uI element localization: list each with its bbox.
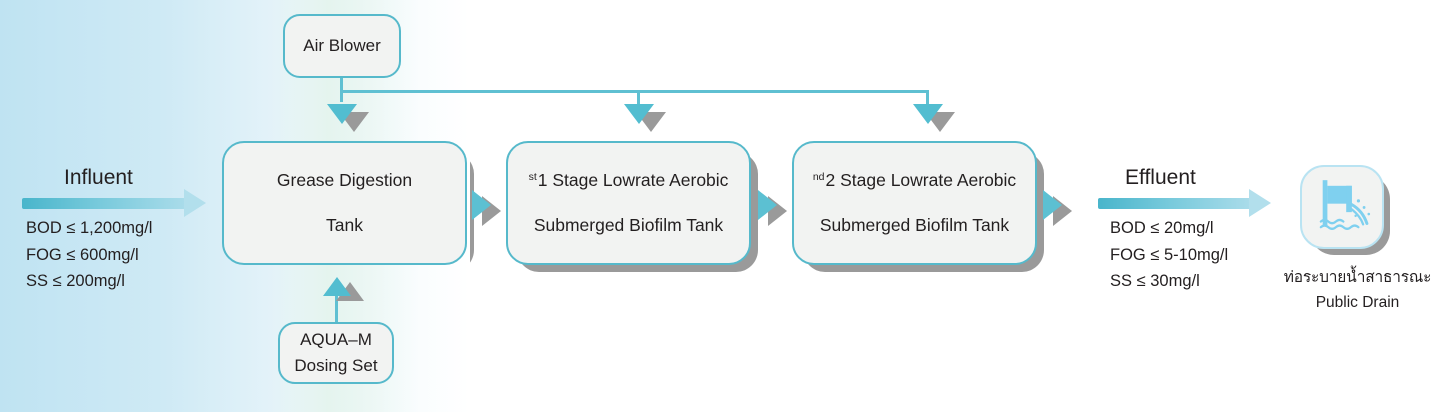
stage1-number: 1 bbox=[537, 170, 548, 191]
stage1-text: Stage Lowrate Aerobic bbox=[547, 170, 729, 191]
connector-stage2-to-outlet bbox=[1043, 190, 1062, 220]
air-arrow-tank3 bbox=[913, 104, 943, 124]
stage2-text: Stage Lowrate Aerobic bbox=[835, 170, 1017, 191]
stage2-tank-line2: Submerged Biofilm Tank bbox=[819, 214, 1010, 235]
stage-2-tank[interactable]: nd2 Stage Lowrate Aerobic Submerged Biof… bbox=[792, 141, 1044, 272]
stage2-number: 2 bbox=[825, 170, 836, 191]
effluent-spec-bod: BOD ≤ 20mg/l bbox=[1110, 219, 1214, 237]
connector-grease-to-stage1 bbox=[472, 190, 491, 220]
stage1-ordinal: st bbox=[528, 170, 537, 183]
air-branch-line-tank2 bbox=[637, 90, 640, 107]
dosing-set-line2: Dosing Set bbox=[294, 356, 378, 375]
drain-discharge-icon bbox=[1300, 165, 1390, 255]
influent-spec-ss: SS ≤ 200mg/l bbox=[26, 272, 125, 291]
effluent-spec-ss: SS ≤ 30mg/l bbox=[1110, 272, 1200, 291]
effluent-specs: BOD ≤ 20mg/l FOG ≤ 5-10mg/l SS ≤ 30mg/l bbox=[1110, 215, 1228, 295]
connector-stage1-to-stage2 bbox=[758, 190, 777, 220]
dosing-set-line1: AQUA–M bbox=[300, 329, 372, 349]
influent-arrowhead bbox=[184, 189, 206, 217]
drain-caption: ท่อระบายน้ำสาธารณะ Public Drain bbox=[1262, 266, 1453, 316]
influent-spec-bod: BOD ≤ 1,200mg/l bbox=[26, 219, 153, 237]
stage1-tank-line2: Submerged Biofilm Tank bbox=[533, 214, 724, 235]
aqua-m-dosing-set-node[interactable]: AQUA–M Dosing Set bbox=[278, 322, 401, 391]
grease-tank-line2: Tank bbox=[326, 214, 363, 235]
drain-caption-thai: ท่อระบายน้ำสาธารณะ bbox=[1283, 269, 1432, 286]
stage-1-tank[interactable]: st1 Stage Lowrate Aerobic Submerged Biof… bbox=[506, 141, 758, 272]
influent-specs: BOD ≤ 1,200mg/l FOG ≤ 600mg/l SS ≤ 200mg… bbox=[26, 215, 152, 295]
effluent-flow-bar bbox=[1098, 198, 1251, 209]
air-arrow-tank2 bbox=[624, 104, 654, 124]
stage2-ordinal: nd bbox=[812, 170, 825, 183]
effluent-arrowhead bbox=[1249, 189, 1271, 217]
influent-flow-bar bbox=[22, 198, 186, 209]
air-branch-line-tank3 bbox=[926, 90, 929, 107]
grease-tank-line1: Grease Digestion bbox=[276, 170, 413, 191]
influent-title: Influent bbox=[64, 166, 133, 189]
stage2-tank-line1: nd2 Stage Lowrate Aerobic bbox=[813, 167, 1016, 194]
grease-digestion-tank[interactable]: Grease Digestion Tank bbox=[222, 141, 474, 272]
dosing-riser-line bbox=[335, 296, 338, 322]
air-blower-node[interactable]: Air Blower bbox=[283, 14, 408, 85]
effluent-title: Effluent bbox=[1125, 166, 1196, 189]
stage1-tank-line1: st1 Stage Lowrate Aerobic bbox=[529, 167, 729, 194]
dosing-arrow bbox=[323, 277, 351, 296]
drain-caption-english: Public Drain bbox=[1315, 293, 1400, 311]
influent-spec-fog: FOG ≤ 600mg/l bbox=[26, 245, 139, 264]
air-manifold-line bbox=[340, 90, 929, 93]
effluent-spec-fog: FOG ≤ 5-10mg/l bbox=[1110, 245, 1229, 264]
air-blower-label: Air Blower bbox=[303, 35, 381, 55]
air-arrow-tank1 bbox=[327, 104, 357, 124]
